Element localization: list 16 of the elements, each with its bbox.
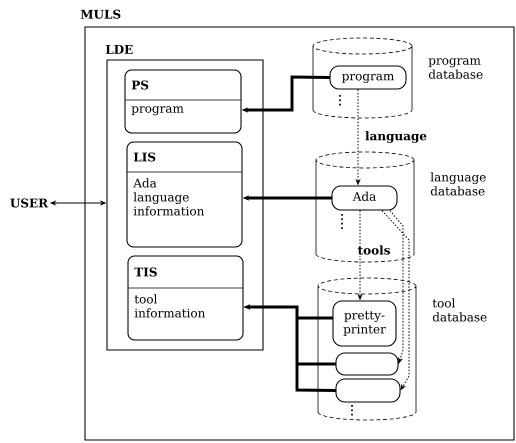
user-label: USER	[10, 198, 48, 208]
node-label: LDE	[106, 44, 133, 54]
subsystem-box: LIS Ada language information	[126, 141, 243, 248]
subsystem-box: TIS tool information	[127, 255, 244, 341]
node-label: MULS	[80, 10, 120, 19]
subsystem-box: PS program	[124, 69, 242, 134]
record-pill: pretty-printer	[332, 300, 397, 347]
record-pill: program	[329, 65, 407, 90]
edge-label: language	[364, 130, 428, 144]
empty-record-pill	[335, 378, 401, 403]
empty-record-pill	[335, 352, 399, 376]
edge-label: tools	[356, 244, 392, 256]
database-label: tool database	[432, 298, 487, 322]
database-label: language database	[430, 172, 486, 196]
database-label: program database	[428, 58, 483, 79]
record-pill: Ada	[331, 185, 398, 211]
